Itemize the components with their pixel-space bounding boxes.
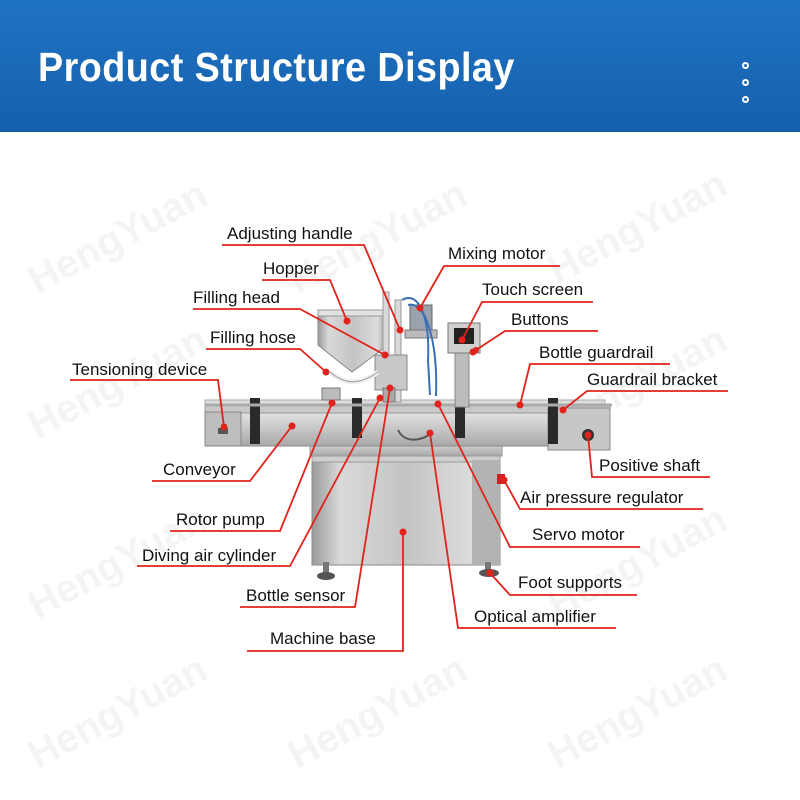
line-mixing-motor bbox=[419, 265, 560, 309]
line-tensioning-device bbox=[70, 379, 225, 428]
line-rotor-pump bbox=[170, 402, 333, 532]
label-bottle-sensor: Bottle sensor bbox=[246, 586, 346, 605]
label-touch-screen: Touch screen bbox=[482, 280, 584, 299]
label-conveyor: Conveyor bbox=[163, 460, 236, 479]
line-bottle-guardrail bbox=[519, 363, 670, 406]
line-filling-hose bbox=[206, 348, 327, 373]
label-positive-shaft: Positive shaft bbox=[599, 456, 701, 475]
line-buttons bbox=[472, 330, 598, 353]
line-bottle-sensor bbox=[240, 387, 391, 608]
label-rotor-pump: Rotor pump bbox=[176, 510, 265, 529]
label-bottle-guardrail: Bottle guardrail bbox=[539, 343, 654, 362]
line-adjusting-handle bbox=[222, 244, 401, 331]
label-filling-head: Filling head bbox=[193, 288, 280, 307]
line-conveyor bbox=[152, 425, 293, 482]
label-buttons: Buttons bbox=[511, 310, 569, 329]
label-foot-supports: Foot supports bbox=[518, 573, 622, 592]
line-servo-motor bbox=[437, 403, 640, 548]
line-filling-head bbox=[193, 308, 386, 356]
label-diving-air-cylinder: Diving air cylinder bbox=[142, 546, 277, 565]
label-adjusting-handle: Adjusting handle bbox=[227, 224, 353, 243]
label-filling-hose: Filling hose bbox=[210, 328, 296, 347]
header-banner: Product Structure Display bbox=[0, 0, 800, 132]
vertical-dots-icon bbox=[740, 60, 754, 108]
line-optical-amplifier bbox=[429, 432, 616, 629]
line-foot-supports bbox=[489, 572, 637, 596]
line-air-pressure-regulator bbox=[503, 479, 703, 510]
line-positive-shaft bbox=[587, 434, 710, 478]
label-guardrail-bracket: Guardrail bracket bbox=[587, 370, 718, 389]
line-hopper bbox=[262, 279, 348, 322]
line-diving-air-cylinder bbox=[137, 397, 381, 567]
label-mixing-motor: Mixing motor bbox=[448, 244, 546, 263]
label-hopper: Hopper bbox=[263, 259, 319, 278]
label-tensioning-device: Tensioning device bbox=[72, 360, 208, 379]
label-air-pressure-regulator: Air pressure regulator bbox=[520, 488, 684, 507]
line-machine-base bbox=[247, 532, 404, 652]
label-machine-base: Machine base bbox=[270, 629, 376, 648]
line-touch-screen bbox=[461, 301, 593, 341]
label-optical-amplifier: Optical amplifier bbox=[474, 607, 596, 626]
label-servo-motor: Servo motor bbox=[532, 525, 625, 544]
page-title: Product Structure Display bbox=[38, 44, 515, 90]
line-guardrail-bracket bbox=[562, 390, 728, 411]
